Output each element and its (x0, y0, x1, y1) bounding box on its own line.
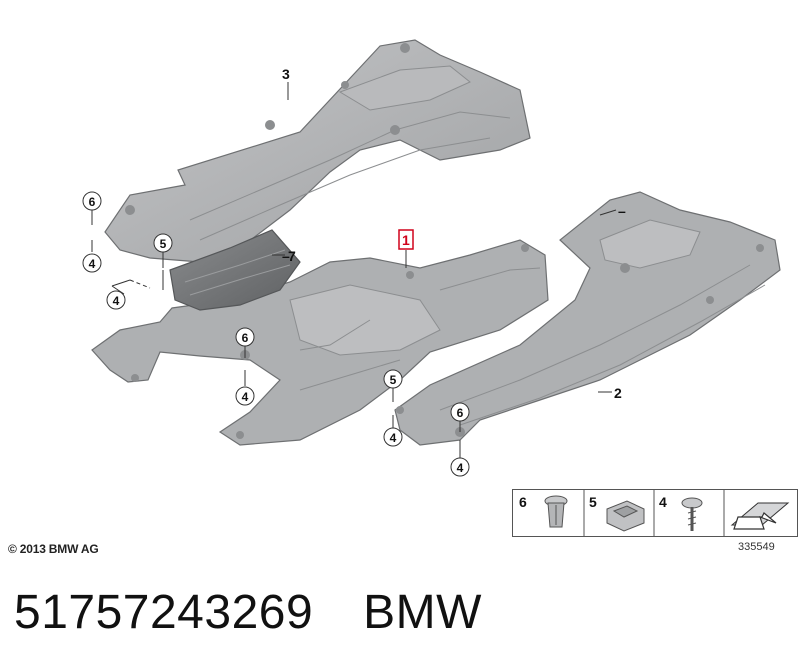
callout-circle-4-e: 4 (450, 457, 470, 477)
svg-text:4: 4 (242, 390, 249, 404)
callout-7: 7 (288, 248, 296, 264)
svg-text:6: 6 (89, 195, 96, 209)
callout-1: 1 (402, 232, 410, 248)
svg-text:4: 4 (457, 461, 464, 475)
callout-circle-6-a: 6 (82, 191, 102, 211)
expanding-rivet-icon (544, 495, 568, 528)
parts-diagram: 3 7 2 – – 1 6 4 5 4 6 4 5 4 6 4 (82, 39, 781, 477)
callout-2: 2 (614, 385, 622, 401)
callout-circle-5-a: 5 (153, 233, 173, 253)
callout-circle-4-a: 4 (82, 253, 102, 273)
fastener-legend: 6 5 4 (512, 489, 798, 537)
svg-text:6: 6 (242, 331, 249, 345)
callout-circle-5-b: 5 (383, 369, 403, 389)
callout-circle-6-b: 6 (235, 327, 255, 347)
part-number: 51757243269 (14, 586, 314, 639)
callout-circle-4-d: 4 (383, 427, 403, 447)
underbody-panel-3 (104, 39, 531, 263)
callout-circle-4-b: 4 (106, 290, 126, 310)
brand-name: BMW (363, 586, 482, 639)
callout-circle-6-c: 6 (450, 402, 470, 422)
svg-text:4: 4 (390, 431, 397, 445)
legend-label-5: 5 (589, 494, 597, 510)
heat-shield-7 (169, 229, 301, 311)
svg-text:5: 5 (390, 373, 397, 387)
svg-text:6: 6 (457, 406, 464, 420)
dash-prefix-7: – (282, 248, 290, 264)
svg-text:4: 4 (113, 294, 120, 308)
callout-3: 3 (282, 66, 290, 82)
svg-text:5: 5 (160, 237, 167, 251)
callout-1-highlight-box[interactable] (398, 229, 414, 250)
clip-nut-icon (606, 500, 645, 532)
dash-suffix-2: – (618, 203, 626, 219)
diagram-number: 335549 (738, 541, 775, 553)
svg-text:4: 4 (89, 257, 96, 271)
screw-icon (681, 497, 703, 531)
legend-label-6: 6 (519, 494, 527, 510)
copyright-notice: © 2013 BMW AG (8, 542, 99, 556)
callout-circle-4-c: 4 (235, 386, 255, 406)
part-footer: 51757243269 BMW (14, 585, 482, 640)
legend-label-4: 4 (659, 494, 667, 510)
panel-direction-icon (730, 502, 790, 530)
